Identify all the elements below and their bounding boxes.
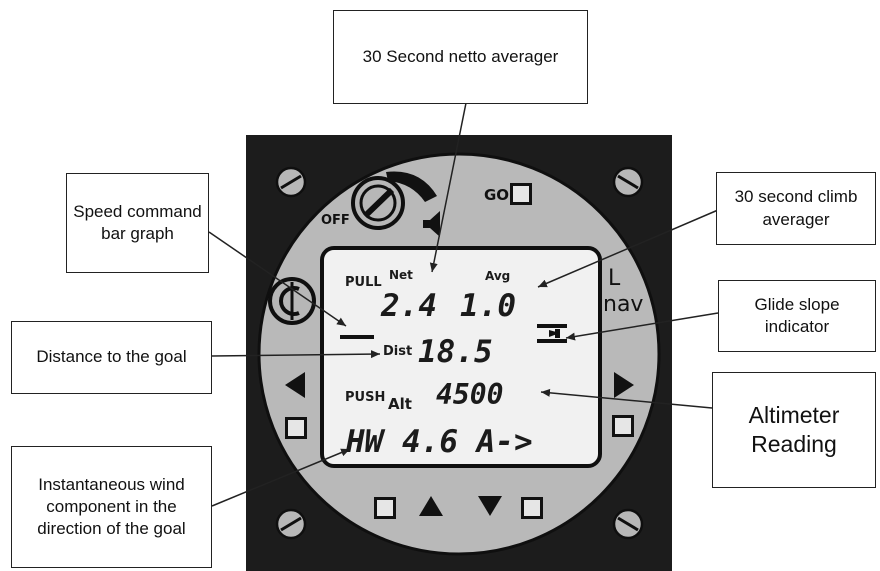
go-button[interactable] xyxy=(510,183,532,205)
callout-distance-goal: Distance to the goal xyxy=(11,321,212,394)
screw-icon xyxy=(277,510,305,538)
cambridge-logo-icon xyxy=(270,279,314,323)
dist-label: Dist xyxy=(383,344,412,359)
screw-icon xyxy=(614,510,642,538)
push-label: PUSH xyxy=(345,390,385,405)
speed-command-bar xyxy=(340,335,374,339)
net-value: 2.4 xyxy=(381,288,437,324)
right-button[interactable] xyxy=(612,415,634,437)
callout-glide-slope: Glide slope indicator xyxy=(718,280,876,352)
pull-label: PULL xyxy=(345,275,382,290)
callout-netto-averager: 30 Second netto averager xyxy=(333,10,588,104)
screw-icon xyxy=(277,168,305,196)
go-label: GO xyxy=(484,186,509,204)
wind-readout: HW 4.6 A-> xyxy=(346,424,533,460)
alt-label: Alt xyxy=(388,395,412,413)
down-button[interactable] xyxy=(521,497,543,519)
callout-altimeter: Altimeter Reading xyxy=(712,372,876,488)
callout-speed-command: Speed command bar graph xyxy=(66,173,209,273)
screw-icon xyxy=(614,168,642,196)
brand-bottom: nav xyxy=(603,292,643,317)
alt-value: 4500 xyxy=(436,378,503,411)
dist-value: 18.5 xyxy=(418,334,493,370)
avg-value: 1.0 xyxy=(460,288,516,324)
off-label: OFF xyxy=(321,213,350,228)
callout-wind-component: Instantaneous wind component in the dire… xyxy=(11,446,212,568)
avg-label: Avg xyxy=(485,269,510,283)
rotary-knob-icon[interactable] xyxy=(353,178,403,228)
left-button[interactable] xyxy=(285,417,307,439)
brand-top: L xyxy=(608,266,620,291)
callout-climb-averager: 30 second climb averager xyxy=(716,172,876,245)
up-button[interactable] xyxy=(374,497,396,519)
net-label: Net xyxy=(389,268,413,282)
